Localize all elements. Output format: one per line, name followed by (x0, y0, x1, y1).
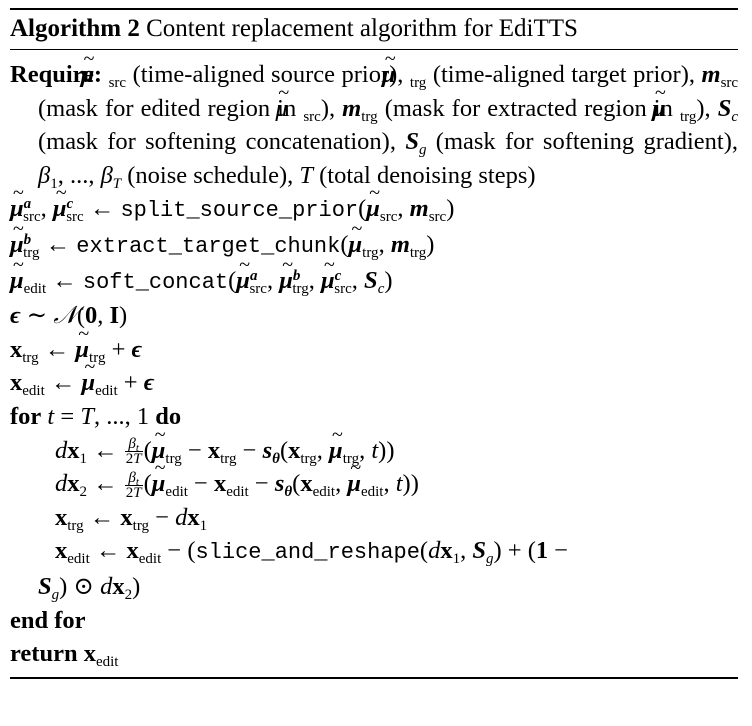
end-for-keyword: end for (10, 606, 86, 634)
end-for-line: end for (10, 604, 738, 638)
slice-function: slice_and_reshape (195, 540, 420, 566)
for-line: for t = T, ..., 1 do (10, 402, 182, 430)
return-line: return xedit (10, 640, 119, 671)
s-g-desc: (mask for softening gradient), (435, 128, 738, 156)
extract-line: μbtrg ← extract_target_chunk(μtrg, mtrg) (10, 213, 738, 264)
extract-function: extract_target_chunk (76, 233, 341, 259)
algorithm-caption: Algorithm 2 Content replacement algorith… (10, 10, 738, 50)
return-keyword: return (10, 640, 78, 668)
concat-function: soft_concat (82, 269, 229, 295)
for-keyword: for (10, 402, 42, 430)
beta-desc: (noise schedule), (127, 161, 294, 189)
x-trg-init-line: xtrg ← μtrg + ϵ (10, 318, 738, 367)
x-edit-init-line: xedit ← μedit + ϵ (10, 352, 738, 400)
t-desc: (total denoising steps) (319, 161, 536, 189)
s-c-desc: (mask for softening concatenation), (38, 128, 396, 156)
m-src-desc: (mask for edited region in (38, 94, 297, 122)
split-function: split_source_prior (120, 198, 359, 224)
algorithm-label: Algorithm 2 (10, 15, 140, 42)
x-trg-update-line: xtrg ← xtrg − dx1 (55, 503, 208, 534)
split-line: μasrc, μcsrc ← split_source_prior(μsrc, … (10, 178, 738, 228)
concat-line: μedit ← soft_concat(μasrc, μbtrg, μcsrc,… (10, 249, 738, 300)
m-trg-desc: (mask for extracted region in (384, 94, 673, 122)
noise-line: ϵ ∼ 𝒩(0, I) (10, 302, 128, 330)
algorithm-title: Content replacement algorithm for EdiTTS (146, 15, 578, 42)
mu-src-desc: (time-aligned source prior), (132, 61, 404, 88)
algorithm-box: Algorithm 2 Content replacement algorith… (10, 8, 738, 679)
x-edit-update-continuation: Sg) ⊙ dx2) (38, 572, 141, 603)
mu-trg-desc: (time-aligned target prior), (432, 61, 695, 88)
x-edit-update-line: xedit ← xedit − (slice_and_reshape(dx1, … (55, 537, 569, 568)
